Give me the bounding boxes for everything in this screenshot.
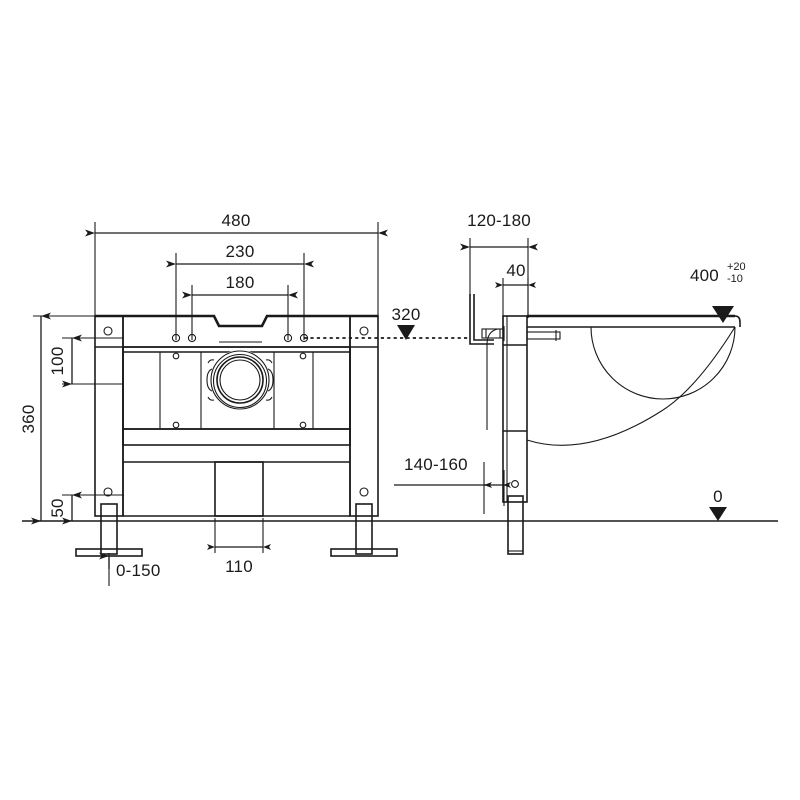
- dimension-label-320: 320: [392, 305, 421, 324]
- waste-outlet-chute: [214, 461, 264, 517]
- dimension-label-180: 180: [226, 273, 255, 292]
- frame-top-rail: [95, 314, 378, 348]
- level-marker-400: 400 +20 -10: [690, 261, 746, 323]
- side-support-post: [502, 315, 528, 555]
- dimension-label-0: 0: [713, 487, 723, 506]
- level-marker-0: 0: [709, 487, 727, 521]
- front-view-frame: [75, 314, 398, 557]
- dimension-outlet-width: 110: [207, 518, 271, 576]
- lower-bracket-detail: [486, 328, 499, 430]
- dimension-label-140-160: 140-160: [404, 455, 468, 474]
- dimension-label-40: 40: [506, 261, 525, 280]
- dimension-label-360: 360: [19, 405, 38, 434]
- dimension-bolt-spacing-outer: 230: [166, 242, 314, 340]
- flush-pipe-connector: [206, 350, 274, 410]
- dimension-bracket-depth: 40: [495, 261, 536, 332]
- dimension-label-480: 480: [222, 211, 251, 230]
- level-marker-320: 320: [304, 305, 470, 340]
- dimension-pan-depth: 140-160: [394, 455, 511, 514]
- dimension-label-400: 400: [690, 266, 719, 285]
- level-triangle-400: [712, 306, 734, 323]
- dimension-label-110: 110: [225, 557, 253, 576]
- dimension-label-120-180: 120-180: [467, 211, 531, 230]
- dimension-foot-offset: 50: [48, 491, 124, 525]
- tolerance-label-plus: +20: [727, 261, 746, 273]
- side-view-pan: 400 +20 -10 120-180 40 140-160: [394, 211, 746, 555]
- dimension-label-0-150: 0-150: [116, 561, 160, 580]
- dimension-overall-width: 480: [85, 211, 388, 318]
- level-triangle-320: [397, 325, 415, 340]
- dimension-top-bar-height: 100: [48, 334, 124, 388]
- dimension-bolt-spacing-inner: 180: [182, 273, 298, 340]
- dimension-label-50: 50: [48, 498, 67, 517]
- tolerance-label-minus: -10: [727, 273, 743, 285]
- wall-bracket: [469, 294, 505, 345]
- frame-lower-rail: [123, 461, 350, 517]
- pan-fixing-bolt: [526, 330, 561, 341]
- wc-pan-body: [526, 314, 741, 446]
- dimension-foot-adjust: 0-150: [99, 552, 160, 586]
- dimension-label-100: 100: [48, 347, 67, 376]
- level-triangle-0: [709, 507, 727, 521]
- dimension-label-230: 230: [226, 242, 255, 261]
